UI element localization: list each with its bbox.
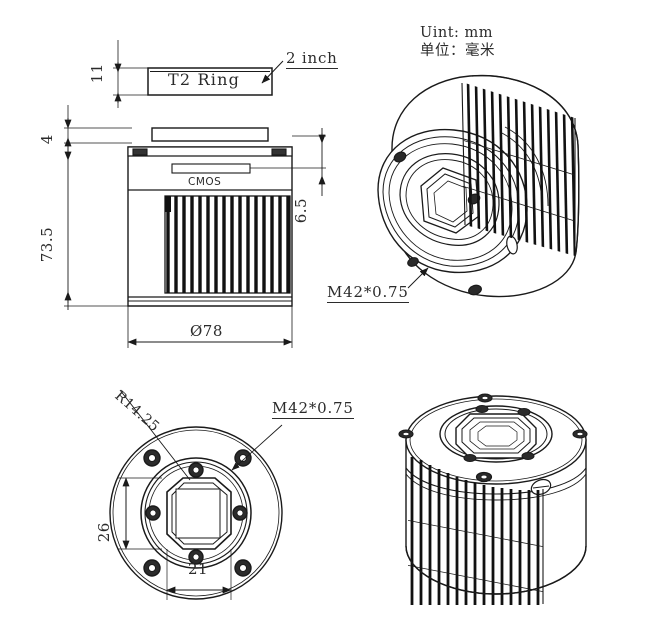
dimension-body-diameter: Ø78 <box>190 322 223 340</box>
dimension-window-width: 21 <box>188 560 209 578</box>
dimension-body-height: 73.5 <box>37 226 56 263</box>
t2-ring-label: T2 Ring <box>168 70 241 89</box>
dimension-window-height: 26 <box>94 522 113 543</box>
units-note-english: Uint: mm <box>420 25 494 41</box>
dimension-ring-thickness: 11 <box>87 63 106 84</box>
callout-thread-iso: M42*0.75 <box>327 283 409 304</box>
callout-2-inch: 2 inch <box>286 49 338 70</box>
cmos-sensor-label: CMOS <box>188 176 222 188</box>
callout-thread-front: M42*0.75 <box>272 399 354 420</box>
dimension-flange-step: 4 <box>37 134 56 145</box>
dimension-sensor-depth: 6.5 <box>291 197 310 224</box>
units-note-chinese: 单位：毫米 <box>420 43 495 59</box>
